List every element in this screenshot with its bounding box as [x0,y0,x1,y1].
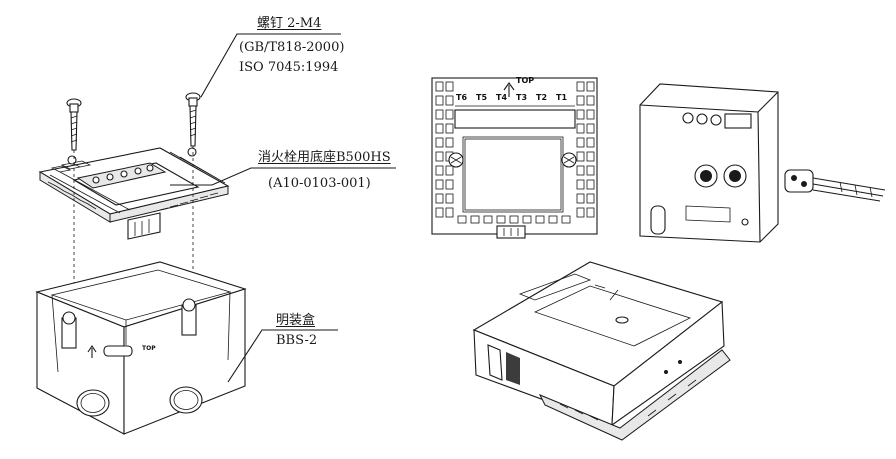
base-label-part-number: (A10-0103-001) [268,176,371,191]
lattice-cell [435,137,444,148]
lattice-cell [435,207,444,218]
lattice-cell [457,215,467,224]
lattice-cell [576,193,585,204]
lattice-cell [548,215,558,224]
box-label-name: 明装盒 [276,313,316,328]
terminal-label-t6: T6 [456,93,468,102]
lattice-cell [586,179,595,190]
lattice-cell [445,165,454,176]
base-top-marker: TOP [516,76,535,85]
base-leader-line [170,167,396,186]
lattice-cell [445,109,454,120]
screw-leader-line [200,33,341,98]
terminal-label-t3: T3 [516,93,528,102]
lattice-cell [576,109,585,120]
screw-left [66,98,82,151]
lattice-cell [586,137,595,148]
lattice-cell [586,109,595,120]
screw-right [185,92,201,147]
lattice-cell [586,165,595,176]
lattice-cell [483,215,493,224]
lattice-cell [435,179,444,190]
lattice-cell [576,151,585,162]
lattice-cell [509,215,519,224]
lattice-cell [445,123,454,134]
lattice-cell [586,193,595,204]
lattice-cell [445,81,454,92]
lattice-cell [586,123,595,134]
base-plate-isometric [38,147,230,240]
terminal-label-t4: T4 [496,93,508,102]
base-label-name: 消火栓用底座B500HS [258,150,391,165]
screw-label-name: 螺钉 2-M4 [257,16,322,31]
detector-installed-view [472,261,731,441]
lattice-cell [435,81,444,92]
surface-mount-box [35,261,247,435]
lattice-cell [535,215,545,224]
lattice-cell [576,81,585,92]
terminal-label-t2: T2 [536,93,548,102]
lattice-cell [586,151,595,162]
lattice-cell [445,137,454,148]
screw-label-standard-gb: (GB/T818-2000) [239,40,345,55]
box-label-model: BBS-2 [276,333,318,348]
lattice-cell [445,179,454,190]
lattice-cell [576,207,585,218]
box-leader-line [227,329,338,383]
lattice-cell [435,193,444,204]
lattice-cell [576,123,585,134]
lattice-cell [496,215,506,224]
lattice-cell [561,215,571,224]
lattice-cell [586,95,595,106]
lattice-cell [576,95,585,106]
lattice-cell [576,179,585,190]
base-front-view [431,77,598,239]
lattice-cell [445,95,454,106]
lattice-cell [576,165,585,176]
lattice-cell [445,193,454,204]
box-top-marker: TOP [142,345,156,352]
lattice-cell [435,151,444,162]
detector-back-view [639,83,779,243]
terminal-label-t5: T5 [476,93,488,102]
lattice-cell [586,81,595,92]
lattice-cell [435,123,444,134]
lattice-cell [435,165,444,176]
lattice-cell [470,215,480,224]
terminal-label-t1: T1 [556,93,568,102]
lattice-cell [522,215,532,224]
key-tool [784,169,886,202]
lattice-cell [445,207,454,218]
lattice-cell [435,95,444,106]
screw-label-standard-iso: ISO 7045:1994 [239,60,339,75]
lattice-cell [576,137,585,148]
lattice-cell [586,207,595,218]
lattice-cell [435,109,444,120]
